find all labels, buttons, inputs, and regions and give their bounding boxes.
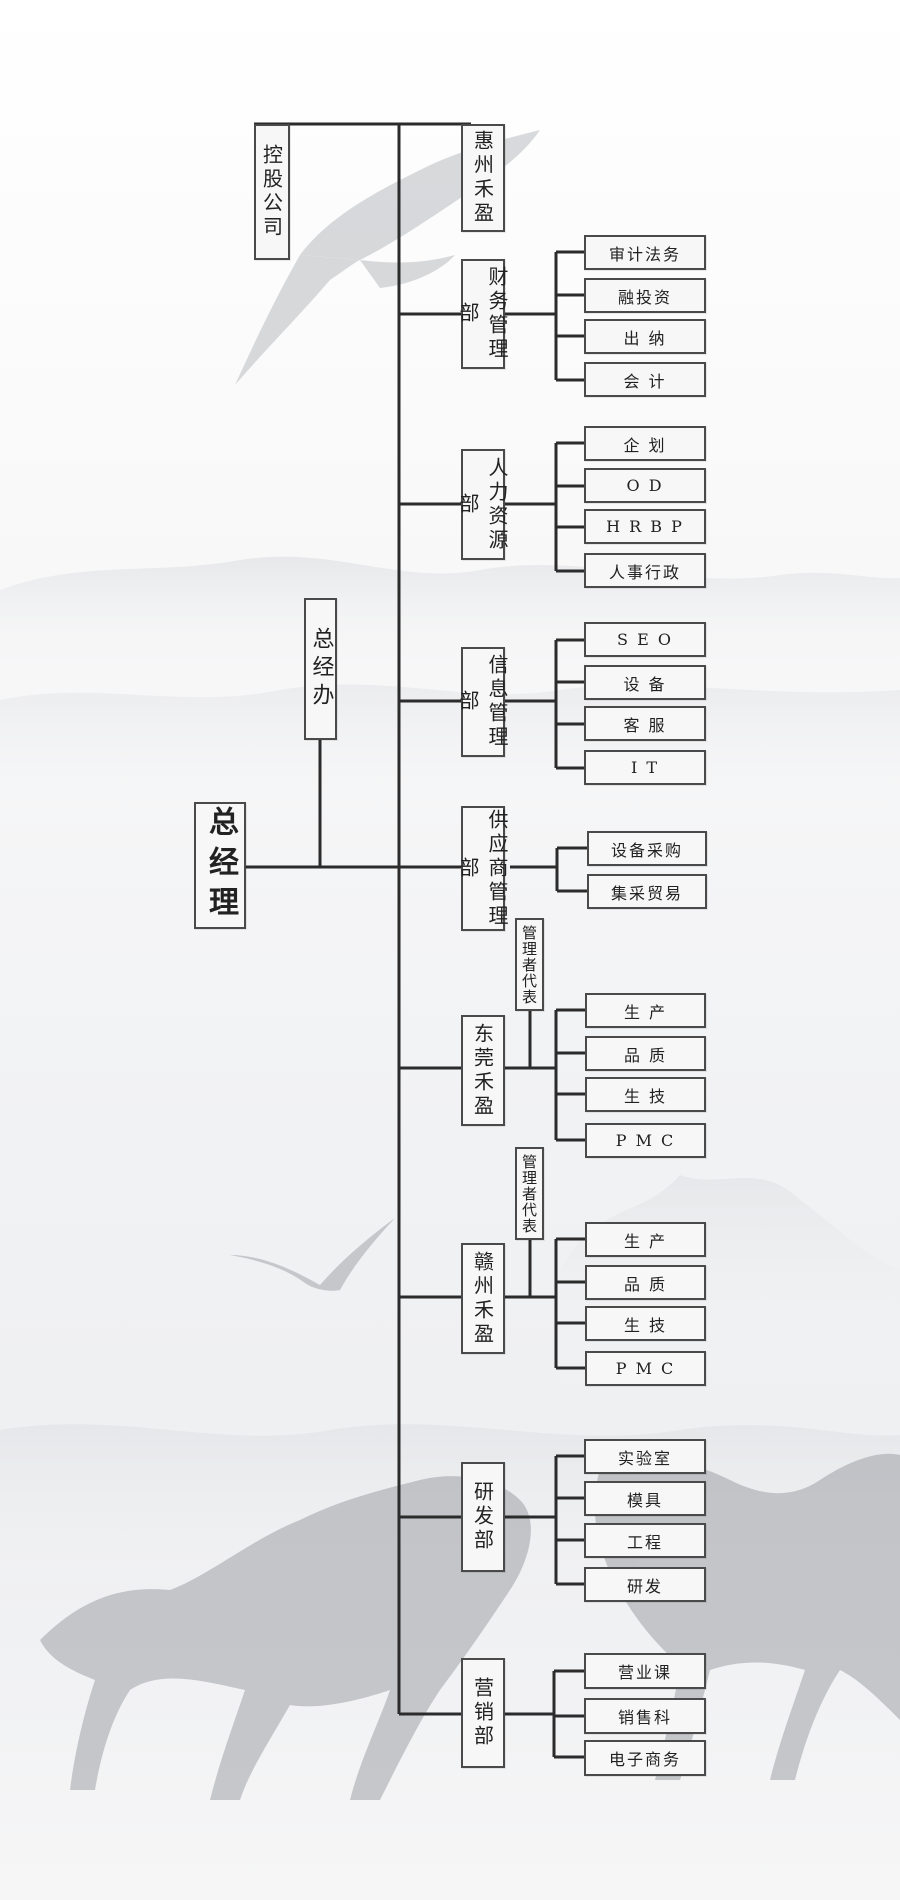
small-bird-silhouette bbox=[230, 1218, 395, 1291]
dongguan-child-box: 生 技 bbox=[585, 1077, 706, 1112]
marketing-child-label: 营业课 bbox=[617, 1663, 672, 1682]
info-child-box: 设 备 bbox=[584, 665, 706, 700]
dept-ganzhou-box: 赣州禾盈 bbox=[461, 1243, 505, 1354]
ganzhou-child-box: P M C bbox=[585, 1351, 706, 1386]
ganzhou-child-label: 生 产 bbox=[623, 1231, 668, 1251]
hr-child-label: 人事行政 bbox=[608, 562, 681, 582]
ganzhou-rep-label: 管理者代表 bbox=[520, 1153, 538, 1234]
dongguan-child-label: 品 质 bbox=[623, 1045, 668, 1065]
huizhou-heying-label: 惠州禾盈 bbox=[470, 130, 495, 226]
dept-dongguan-label: 东莞禾盈 bbox=[470, 1022, 495, 1119]
rd-child-box: 模具 bbox=[584, 1481, 706, 1516]
finance-child-box: 出 纳 bbox=[584, 319, 706, 354]
mountain-ridge-1 bbox=[0, 556, 900, 700]
dongguan-rep-label: 管理者代表 bbox=[520, 924, 538, 1005]
marketing-child-label: 电子商务 bbox=[608, 1750, 681, 1769]
ganzhou-child-label: 品 质 bbox=[623, 1274, 668, 1294]
rd-child-box: 实验室 bbox=[584, 1439, 706, 1474]
info-child-box: 客 服 bbox=[584, 706, 706, 741]
ganzhou-child-box: 品 质 bbox=[585, 1265, 706, 1300]
dept-dongguan-box: 东莞禾盈 bbox=[461, 1015, 505, 1126]
supplier-child-label: 集采贸易 bbox=[610, 883, 683, 903]
marketing-child-label: 销售科 bbox=[617, 1708, 672, 1727]
ganzhou-child-label: P M C bbox=[615, 1359, 676, 1378]
huizhou-heying-box: 惠州禾盈 bbox=[461, 124, 505, 232]
dongguan-child-label: P M C bbox=[615, 1131, 676, 1150]
marketing-child-box: 销售科 bbox=[584, 1698, 706, 1734]
dept-ganzhou-label: 赣州禾盈 bbox=[470, 1250, 495, 1347]
ganzhou-child-label: 生 技 bbox=[623, 1315, 668, 1335]
rd-child-label: 工程 bbox=[626, 1532, 663, 1552]
rd-child-label: 研发 bbox=[626, 1576, 663, 1596]
dept-hr-box: 人力资源部 bbox=[456, 449, 509, 560]
dept-supplier-box: 供应商管理部 bbox=[456, 806, 509, 931]
finance-child-label: 审计法务 bbox=[608, 244, 681, 264]
finance-child-label: 出 纳 bbox=[623, 328, 667, 348]
dept-info-label: 信息管理部 bbox=[456, 654, 509, 750]
hr-child-box: O D bbox=[584, 468, 706, 503]
rd-child-label: 模具 bbox=[626, 1490, 663, 1510]
hr-child-box: H R B P bbox=[584, 509, 706, 544]
hr-child-label: O D bbox=[626, 476, 664, 495]
supplier-child-box: 集采贸易 bbox=[587, 874, 707, 909]
supplier-child-box: 设备采购 bbox=[587, 831, 707, 866]
info-child-box: S E O bbox=[584, 622, 706, 657]
dongguan-child-box: P M C bbox=[585, 1123, 706, 1158]
dept-hr-label: 人力资源部 bbox=[456, 456, 509, 553]
info-child-box: I T bbox=[584, 750, 706, 785]
hr-child-box: 人事行政 bbox=[584, 553, 706, 588]
holding-company-box: 控股公司 bbox=[254, 124, 290, 260]
supplier-child-label: 设备采购 bbox=[610, 840, 683, 860]
holding-company-label: 控股公司 bbox=[259, 144, 284, 240]
general-manager-label: 总经理 bbox=[203, 805, 238, 926]
hr-child-box: 企 划 bbox=[584, 426, 706, 461]
rd-child-box: 工程 bbox=[584, 1523, 706, 1558]
dongguan-child-label: 生 技 bbox=[623, 1086, 668, 1106]
dept-supplier-label: 供应商管理部 bbox=[456, 808, 509, 929]
dept-finance-label: 财务管理部 bbox=[456, 266, 509, 362]
dept-rd-box: 研发部 bbox=[461, 1462, 505, 1572]
marketing-child-box: 电子商务 bbox=[584, 1740, 706, 1776]
dongguan-child-label: 生 产 bbox=[623, 1002, 668, 1022]
gm-office-box: 总经办 bbox=[304, 598, 337, 740]
gm-office-label: 总经办 bbox=[308, 627, 334, 711]
marketing-child-box: 营业课 bbox=[584, 1653, 706, 1689]
dept-rd-label: 研发部 bbox=[470, 1481, 495, 1553]
general-manager-box: 总经理 bbox=[194, 802, 246, 929]
info-child-label: 客 服 bbox=[623, 715, 667, 735]
dept-marketing-label: 营销部 bbox=[470, 1677, 495, 1749]
dept-finance-box: 财务管理部 bbox=[456, 259, 509, 369]
ganzhou-rep-box: 管理者代表 bbox=[515, 1147, 544, 1240]
finance-child-label: 会 计 bbox=[623, 371, 667, 391]
finance-child-label: 融投资 bbox=[617, 287, 672, 307]
ganzhou-child-box: 生 产 bbox=[585, 1222, 706, 1257]
ganzhou-child-box: 生 技 bbox=[585, 1306, 706, 1341]
dept-info-box: 信息管理部 bbox=[456, 647, 509, 757]
rd-child-label: 实验室 bbox=[617, 1448, 672, 1468]
hr-child-label: H R B P bbox=[606, 517, 684, 536]
info-child-label: I T bbox=[630, 758, 660, 777]
finance-child-box: 融投资 bbox=[584, 278, 706, 313]
dongguan-child-box: 生 产 bbox=[585, 993, 706, 1028]
info-child-label: S E O bbox=[617, 630, 673, 649]
dongguan-rep-box: 管理者代表 bbox=[515, 918, 544, 1011]
info-child-label: 设 备 bbox=[623, 674, 667, 694]
dept-marketing-box: 营销部 bbox=[461, 1658, 505, 1768]
finance-child-box: 审计法务 bbox=[584, 235, 706, 270]
hr-child-label: 企 划 bbox=[623, 435, 667, 455]
dongguan-child-box: 品 质 bbox=[585, 1036, 706, 1071]
finance-child-box: 会 计 bbox=[584, 362, 706, 397]
rd-child-box: 研发 bbox=[584, 1567, 706, 1602]
